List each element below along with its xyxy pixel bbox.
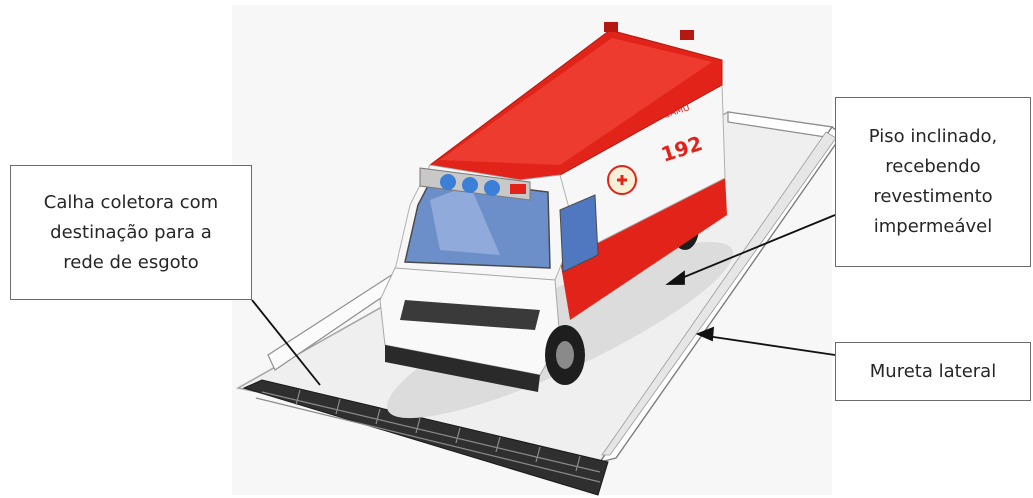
callout-text-line: recebendo [869, 152, 997, 182]
callout-text-line: destinação para a [44, 218, 218, 248]
callout-text-line: Calha coletora com [44, 188, 218, 218]
roof-vent [604, 22, 618, 32]
floor-callout: Piso inclinado, recebendo revestimento i… [835, 97, 1031, 267]
siren-light-icon [510, 184, 526, 194]
siren-light-icon [484, 180, 500, 196]
siren-light-icon [462, 177, 478, 193]
callout-text-line: Mureta lateral [870, 357, 996, 387]
roof-vent [680, 30, 694, 40]
wall-callout: Mureta lateral [835, 342, 1031, 401]
callout-text-line: Piso inclinado, [869, 122, 997, 152]
callout-text-line: revestimento [869, 182, 997, 212]
front-wheel-hub [556, 341, 574, 369]
callout-text-line: impermeável [869, 212, 997, 242]
gutter-callout: Calha coletora com destinação para a red… [10, 165, 252, 300]
callout-text-line: rede de esgoto [44, 248, 218, 278]
siren-light-icon [440, 174, 456, 190]
